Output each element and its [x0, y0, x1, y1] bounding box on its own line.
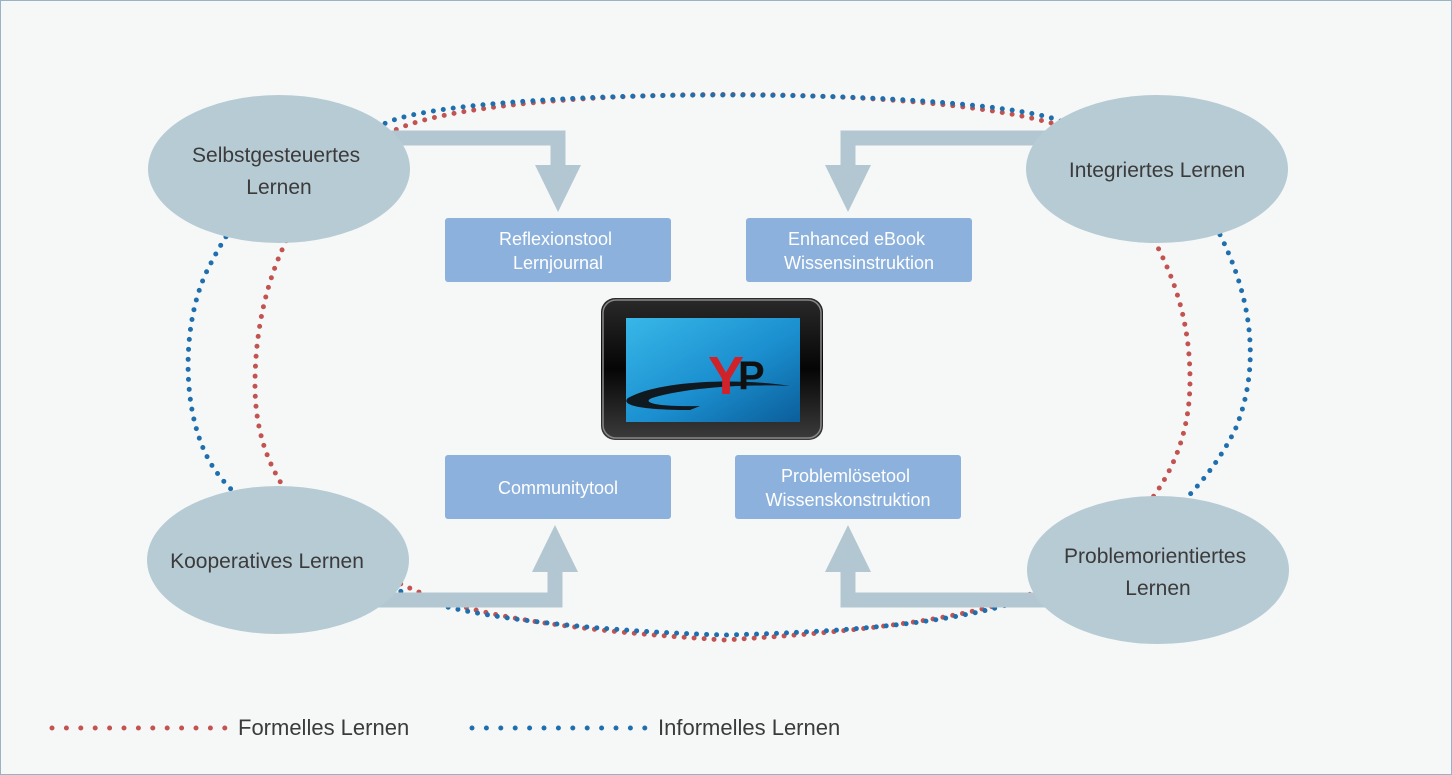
connection-arrows — [340, 130, 1070, 608]
ellipse-cooperative-learning: Kooperatives Lernen — [147, 486, 409, 634]
svg-text:Reflexionstool Lernjourn: Reflexionstool Lernjournal — [499, 229, 617, 273]
box-reflection-tool: Reflexionstool Lernjournal — [445, 218, 671, 282]
box-problem-solving-tool: Problemlösetool Wissenskonstruktion — [735, 455, 961, 519]
svg-text:Selbstgesteuertes Lernen: Selbstgesteuertes Lernen — [192, 144, 366, 199]
logo-swoosh-icon — [626, 381, 790, 410]
arrowhead-down-ebook — [825, 165, 871, 212]
svg-text:Problemlösetool Wissensk: Problemlösetool Wissenskonstruktion — [765, 466, 930, 510]
svg-text:Communitytool: Communitytool — [498, 478, 618, 498]
arrowhead-down-reflection — [535, 165, 581, 212]
svg-text:Integriertes Lernen: Integriertes Lernen — [1069, 159, 1245, 182]
svg-text:Enhanced eBook Wissensin: Enhanced eBook Wissensinstruktion — [784, 229, 934, 273]
legend-informal-label: Informelles Lernen — [658, 715, 840, 740]
logo-letter-p: P — [738, 354, 765, 398]
box-community-tool: Communitytool — [445, 455, 671, 519]
arrow-self-directed-to-reflection — [360, 130, 566, 168]
arrowhead-up-community — [532, 525, 578, 572]
arrow-cooperative-to-community — [340, 568, 563, 608]
tablet-icon: Y P — [601, 298, 823, 440]
arrow-integrated-to-ebook — [840, 130, 1070, 168]
ellipse-integrated-learning: Integriertes Lernen — [1026, 95, 1288, 243]
svg-text:Kooperatives Lernen: Kooperatives Lernen — [170, 550, 364, 573]
arrow-problem-oriented-to-problem-solving — [840, 568, 1060, 608]
arrowhead-up-problem-solving — [825, 525, 871, 572]
ellipse-problem-oriented-learning: Problemorientiertes Lernen — [1027, 496, 1289, 644]
legend-formal-label: Formelles Lernen — [238, 715, 409, 740]
box-enhanced-ebook: Enhanced eBook Wissensinstruktion — [746, 218, 972, 282]
svg-text:Problemorientiertes Lern: Problemorientiertes Lernen — [1064, 545, 1252, 600]
logo-letter-y: Y — [708, 346, 744, 406]
ellipse-self-directed-learning: Selbstgesteuertes Lernen — [148, 95, 410, 243]
legend: Formelles Lernen Informelles Lernen — [49, 715, 840, 740]
arrow-heads — [532, 165, 871, 572]
